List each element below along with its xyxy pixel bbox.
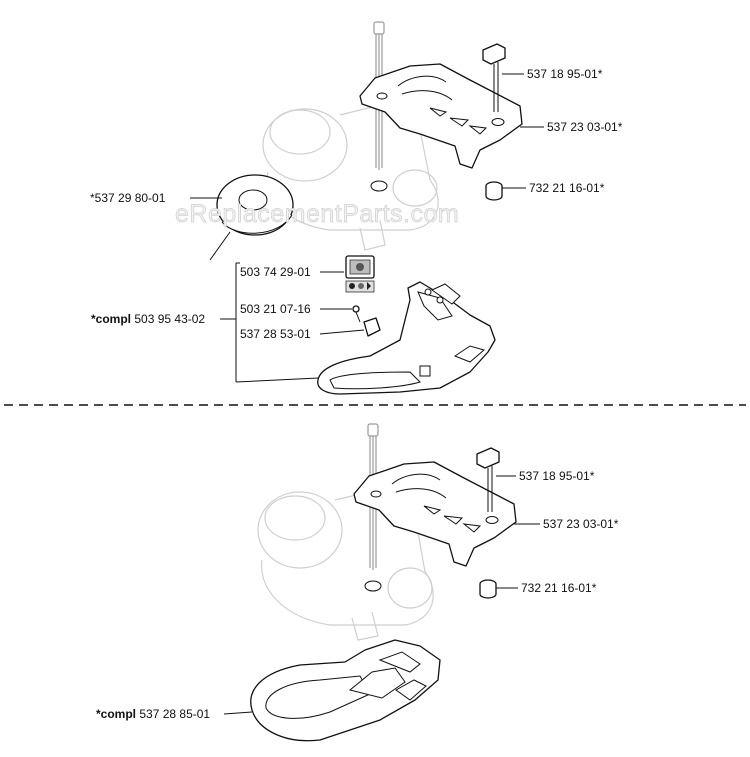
label-top-kit: *compl 503 95 43-02 [91, 312, 205, 326]
label-bottom-cover: 537 23 03-01* [543, 517, 619, 531]
watermark-text: eReplacementParts.com [175, 200, 459, 228]
top-washer [209, 174, 294, 261]
top-screw-and-clip [352, 305, 381, 337]
label-bottom-kit: *compl 537 28 85-01 [96, 707, 210, 721]
top-assembly: 537 18 95-01* 537 23 03-01* 732 21 16-01… [90, 21, 623, 395]
label-bottom-kit-number: 537 28 85-01 [139, 707, 210, 721]
top-nut [485, 181, 503, 201]
top-guard-assembly [317, 281, 496, 395]
top-adjust-knob [482, 43, 506, 112]
bottom-leader-lines [223, 475, 540, 715]
label-bottom-knob: 537 18 95-01* [519, 469, 595, 483]
bottom-assembly: 537 18 95-01* 537 23 03-01* 732 21 16-01… [96, 423, 619, 742]
top-decal [345, 255, 375, 293]
label-top-kit-number: 503 95 43-02 [134, 312, 205, 326]
label-top-decal: 503 74 29-01 [240, 265, 311, 279]
bottom-adjust-knob [476, 447, 500, 512]
bottom-cover-part [353, 461, 517, 567]
label-top-cover: 537 23 03-01* [547, 120, 623, 134]
label-top-kit-prefix: *compl [91, 312, 131, 326]
label-bottom-kit-prefix: *compl [96, 707, 136, 721]
label-top-screw: 503 21 07-16 [240, 302, 311, 316]
label-top-clip: 537 28 53-01 [240, 327, 311, 341]
bottom-guard-assembly [250, 639, 441, 742]
label-top-washer: *537 29 80-01 [90, 191, 166, 205]
label-top-knob: 537 18 95-01* [527, 67, 603, 81]
bottom-nut [479, 579, 497, 599]
top-leader-lines [190, 73, 544, 383]
label-top-nut: 732 21 16-01* [529, 181, 605, 195]
top-cover-part [359, 63, 523, 169]
label-bottom-nut: 732 21 16-01* [521, 581, 597, 595]
